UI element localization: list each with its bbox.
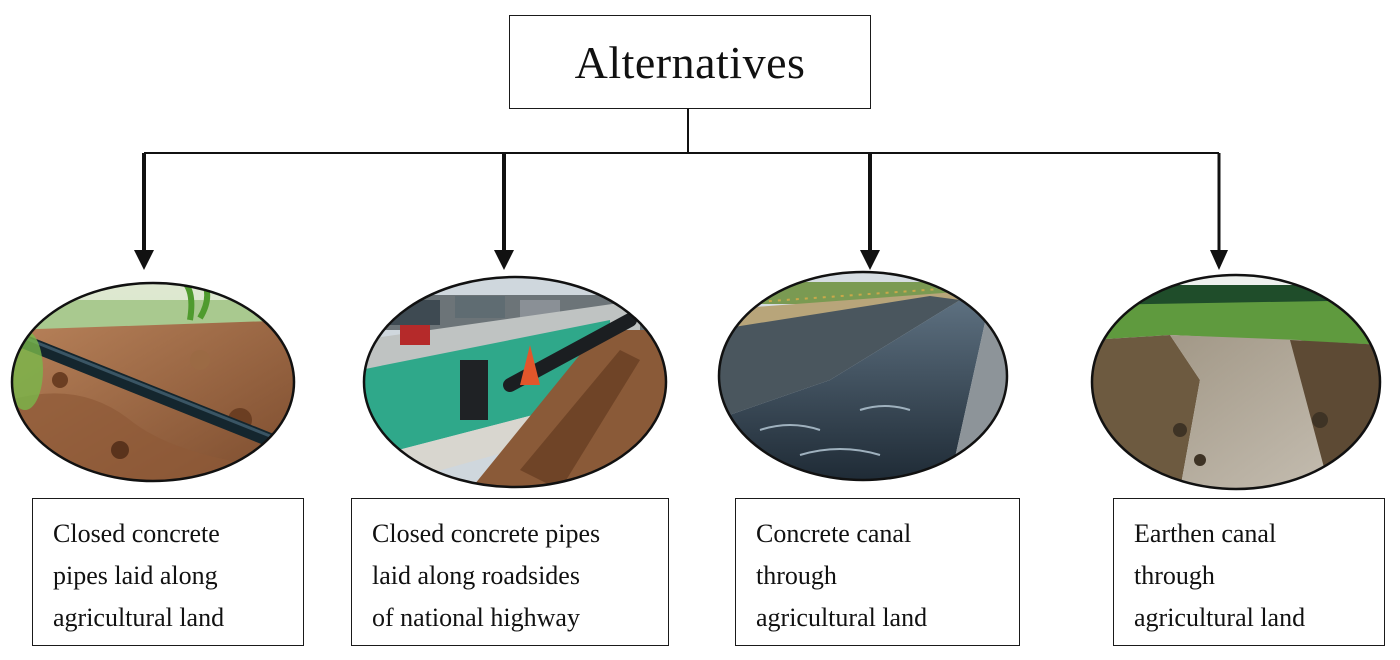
alternative-3-line-1: Concrete canal: [756, 519, 912, 548]
alternative-1-label-box: Closed concrete pipes laid along agricul…: [32, 498, 304, 646]
arrowhead-2: [494, 250, 514, 270]
arrowheads: [134, 250, 1228, 270]
photo-frame-2: [362, 275, 668, 489]
photo-frame-4: [1090, 273, 1382, 491]
alternative-3-line-2: through: [756, 561, 837, 590]
alternative-4-line-3: agricultural land: [1134, 603, 1306, 632]
alternative-1-line-3: agricultural land: [53, 603, 225, 632]
photo-frame-1: [10, 281, 296, 483]
alternative-3-line-3: agricultural land: [756, 603, 928, 632]
roadside-pipe-trench-photo: [364, 277, 666, 487]
alternative-3-label-box: Concrete canal through agricultural land: [735, 498, 1020, 646]
arrowhead-1: [134, 250, 154, 270]
alternative-2-label-box: Closed concrete pipes laid along roadsid…: [351, 498, 669, 646]
alternatives-title-box: Alternatives: [509, 15, 871, 109]
arrowhead-3: [860, 250, 880, 270]
alternative-2-line-3: of national highway: [372, 603, 580, 632]
connector-lines: [142, 109, 1221, 252]
alternative-4-label-box: Earthen canal through agricultural land: [1113, 498, 1385, 646]
photo-frame-3: [717, 270, 1009, 482]
alternative-2-line-1: Closed concrete pipes: [372, 519, 601, 548]
lined-concrete-canal-photo: [719, 272, 1007, 480]
alternative-2-line-2: laid along roadsides: [372, 561, 580, 590]
alternative-4-line-2: through: [1134, 561, 1215, 590]
alternative-1-line-1: Closed concrete: [53, 519, 220, 548]
alternative-1-line-2: pipes laid along: [53, 561, 218, 590]
drip-pipe-in-soil-photo: [12, 283, 294, 481]
arrowhead-4: [1210, 250, 1228, 270]
diagram-title: Alternatives: [574, 36, 806, 88]
alternative-4-line-1: Earthen canal: [1134, 519, 1277, 548]
